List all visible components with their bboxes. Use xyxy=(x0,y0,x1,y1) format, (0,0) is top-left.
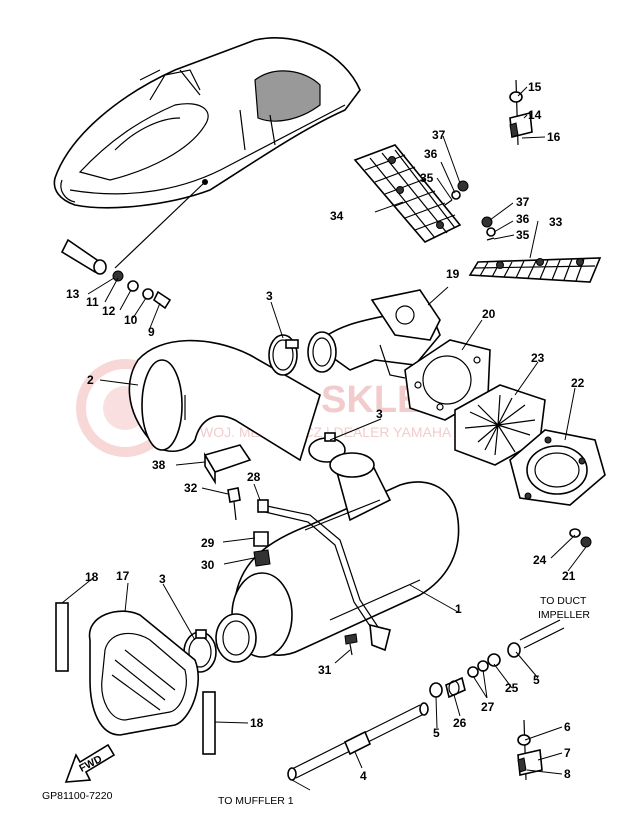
callout-16: 16 xyxy=(547,130,561,144)
caption-to-duct: TO DUCT xyxy=(540,595,587,607)
callout-5-right: 5 xyxy=(533,673,540,687)
callout-12: 12 xyxy=(102,304,116,318)
bolt-21 xyxy=(580,536,592,548)
caption-to-muffler: TO MUFFLER 1 xyxy=(218,795,294,807)
callout-8: 8 xyxy=(564,767,571,781)
hardware-35-36-37-right xyxy=(481,216,496,241)
mesh-plate-33 xyxy=(468,257,602,283)
mesh-plate-34 xyxy=(353,144,462,243)
washer-27 xyxy=(467,660,489,678)
muffler-1 xyxy=(215,452,460,663)
callout-4: 4 xyxy=(360,769,367,783)
callout-14: 14 xyxy=(528,108,542,122)
callout-6: 6 xyxy=(564,720,571,734)
callout-3-upper: 3 xyxy=(266,289,273,303)
callout-3-lower: 3 xyxy=(159,572,166,586)
callout-35-right: 35 xyxy=(516,228,530,242)
callout-3-middle: 3 xyxy=(376,407,383,421)
callout-7: 7 xyxy=(564,746,571,760)
nipple-26 xyxy=(445,676,466,699)
hose-to-duct xyxy=(519,619,565,649)
callout-2: 2 xyxy=(87,373,94,387)
callout-15: 15 xyxy=(528,80,542,94)
callout-31: 31 xyxy=(318,663,332,677)
callout-32: 32 xyxy=(184,481,198,495)
callout-18-upper: 18 xyxy=(85,570,99,584)
muffler-band-28 xyxy=(257,499,391,652)
exhaust-hose-2 xyxy=(128,339,321,462)
callout-27: 27 xyxy=(481,700,495,714)
nut-30 xyxy=(253,549,271,567)
damper-38 xyxy=(203,444,252,485)
callout-35-upper: 35 xyxy=(420,171,434,185)
hose-clamp-5-left xyxy=(429,682,443,698)
callout-30: 30 xyxy=(201,558,215,572)
callout-28: 28 xyxy=(247,470,261,484)
pipe-4 xyxy=(287,702,429,781)
rubber-strip-18-lower xyxy=(202,691,216,755)
callout-10: 10 xyxy=(124,313,138,327)
callout-9: 9 xyxy=(148,325,155,339)
watercraft-illustration xyxy=(53,37,361,269)
hardware-35-36-37-upper xyxy=(444,180,469,206)
callout-5-left: 5 xyxy=(433,726,440,740)
rubber-strip-18-upper xyxy=(55,602,69,672)
callout-20: 20 xyxy=(482,307,496,321)
callout-22: 22 xyxy=(571,376,585,390)
callout-labels: 1 2 3 3 3 4 5 5 6 7 8 9 10 11 12 13 14 1… xyxy=(66,80,585,783)
callout-18-lower: 18 xyxy=(250,716,264,730)
callout-17: 17 xyxy=(116,569,130,583)
gasket-20 xyxy=(404,339,491,421)
callout-38: 38 xyxy=(152,458,166,472)
leader-lines xyxy=(61,86,587,775)
callout-21: 21 xyxy=(562,569,576,583)
callout-33: 33 xyxy=(549,215,563,229)
callout-1: 1 xyxy=(455,602,462,616)
bolt-31 xyxy=(344,633,358,656)
callout-19: 19 xyxy=(446,267,460,281)
hose-clamp-upper xyxy=(268,334,299,376)
callout-37-right: 37 xyxy=(516,195,530,209)
callout-23: 23 xyxy=(531,351,545,365)
small-pipe-13 xyxy=(60,238,172,310)
callout-24: 24 xyxy=(533,553,547,567)
callout-36-right: 36 xyxy=(516,212,530,226)
exhaust-joint-19 xyxy=(307,289,441,379)
clip-29 xyxy=(253,531,269,547)
bolt-32 xyxy=(227,487,241,521)
callout-26: 26 xyxy=(453,716,467,730)
washer-25 xyxy=(487,653,501,667)
grommet-assembly-6-7-8 xyxy=(517,719,543,781)
exhaust-boot-17 xyxy=(88,610,200,736)
drawing-code: GP81100-7220 xyxy=(42,790,113,802)
callout-25: 25 xyxy=(505,681,519,695)
callout-13: 13 xyxy=(66,287,80,301)
washer-24 xyxy=(569,528,581,538)
forward-arrow: FWD xyxy=(64,743,116,783)
callout-34: 34 xyxy=(330,209,344,223)
callout-29: 29 xyxy=(201,536,215,550)
exhaust-flange-22 xyxy=(509,429,606,506)
caption-impeller: IMPELLER xyxy=(538,609,590,621)
callout-37-upper: 37 xyxy=(432,128,446,142)
grommet-assembly-14-15-16 xyxy=(509,79,533,146)
callout-36-upper: 36 xyxy=(424,147,438,161)
callout-11: 11 xyxy=(86,295,99,309)
